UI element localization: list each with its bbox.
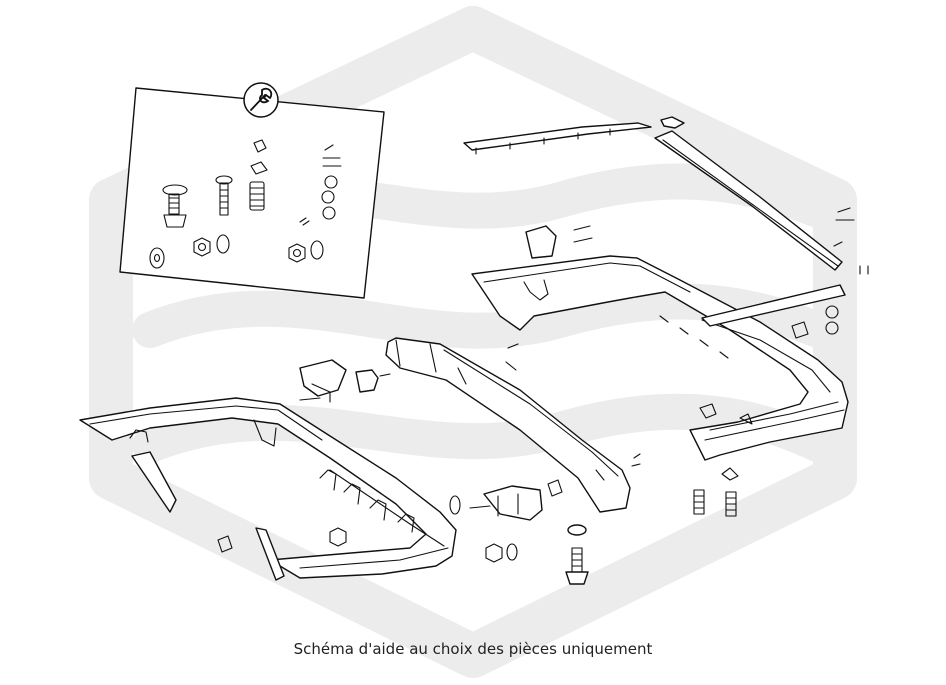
nut-2 (288, 240, 324, 263)
inset-fasteners (149, 139, 342, 269)
side-trim-strip (654, 130, 843, 271)
washer (149, 247, 165, 269)
bolt (215, 175, 233, 216)
mounting-bracket-left (299, 359, 391, 403)
spring-clips (299, 144, 342, 226)
rear-trim-strip (463, 116, 685, 155)
front-bumper-cover (385, 337, 631, 513)
diagram-caption: Schéma d'aide au choix des pièces unique… (293, 640, 653, 658)
mounting-bracket-center (449, 479, 563, 521)
nut (193, 234, 230, 257)
bolt-with-washer (162, 184, 188, 228)
loose-hardware (217, 207, 869, 585)
wrench-icon (243, 82, 279, 118)
clip (250, 139, 268, 175)
hardware-inset-panel (119, 87, 385, 299)
rear-bumper (471, 255, 849, 461)
front-bumper (79, 397, 457, 581)
screw (249, 181, 265, 211)
mounting-bracket-upper (505, 225, 593, 371)
